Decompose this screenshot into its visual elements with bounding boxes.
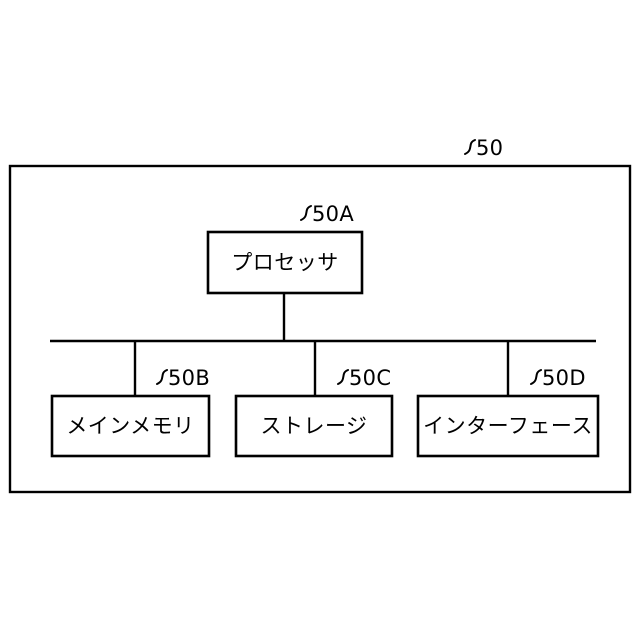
reference-hook-50c: [337, 369, 349, 385]
reference-numeral-50: 50: [476, 136, 503, 160]
node-label-storage: ストレージ: [260, 414, 367, 438]
node-label-interface: インターフェース: [423, 414, 593, 438]
node-box-storage: [234, 394, 394, 458]
node-label-processor: プロセッサ: [231, 251, 339, 275]
reference-numeral-50d: 50D: [542, 366, 586, 390]
reference-hook-50a: [300, 205, 312, 221]
node-box-main-memory: [50, 394, 211, 458]
reference-hook-50: [464, 139, 476, 155]
reference-numeral-50a: 50A: [312, 202, 354, 226]
reference-hook-50b: [156, 369, 168, 385]
reference-numeral-50b: 50B: [168, 366, 210, 390]
reference-hook-50d: [530, 369, 542, 385]
node-box-processor: [206, 230, 364, 295]
node-label-main-memory: メインメモリ: [66, 414, 194, 438]
node-box-interface: [416, 394, 600, 458]
reference-numeral-50c: 50C: [349, 366, 391, 390]
